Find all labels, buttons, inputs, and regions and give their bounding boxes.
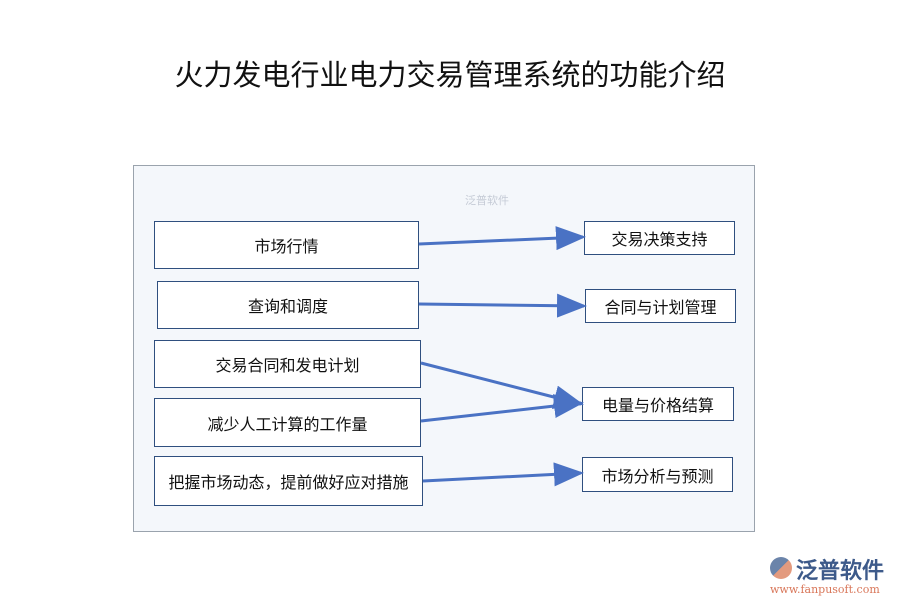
arrow [420,361,584,409]
left-box-contract: 交易合同和发电计划 [154,340,421,388]
watermark: 泛普软件 [465,194,509,207]
left-box-reduce: 减少人工计算的工作量 [154,398,421,447]
left-box-market: 市场行情 [154,221,419,269]
left-box-query: 查询和调度 [157,281,419,329]
page-title: 火力发电行业电力交易管理系统的功能介绍 [174,58,726,92]
logo-mark-icon [770,557,792,579]
left-box-grasp: 把握市场动态，提前做好应对措施 [154,456,423,506]
right-box-analysis: 市场分析与预测 [582,457,733,492]
arrow [422,462,584,487]
right-box-plan: 合同与计划管理 [585,289,736,323]
arrow [418,293,587,318]
right-box-settlement: 电量与价格结算 [582,387,734,421]
arrow [418,226,586,251]
arrow [420,394,584,423]
right-box-decision: 交易决策支持 [584,221,735,255]
fanpu-logo: 泛普软件 www.fanpusoft.com [770,553,884,596]
logo-url: www.fanpusoft.com [770,583,880,596]
logo-name: 泛普软件 [796,559,885,584]
